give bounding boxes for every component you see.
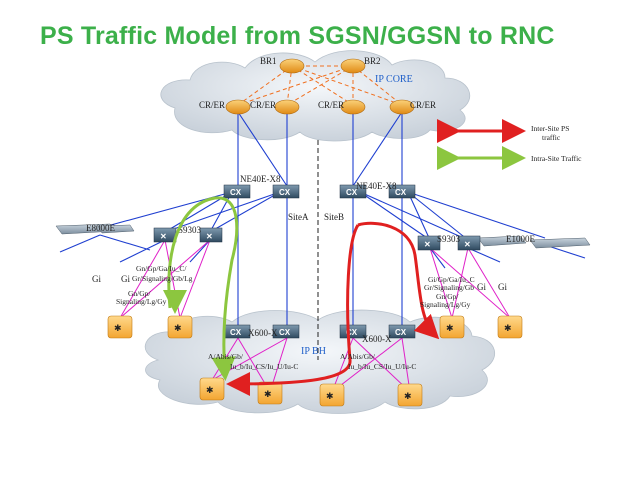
- router-cr-er-1: CR/ER: [199, 99, 251, 115]
- switch-a2-icon: ✕: [206, 232, 213, 241]
- cx-b1-label: CX: [346, 188, 358, 197]
- left-iface-3: Gn/Gp/: [128, 289, 151, 298]
- server-icon: ✱: [114, 323, 122, 333]
- legend: Inter-Site PS traffic Intra-Site Traffic: [437, 119, 582, 170]
- router-cr-er-2: CR/ER: [250, 99, 300, 115]
- switch-a1-icon: ✕: [160, 232, 167, 241]
- e1000e-label: E1000E: [506, 234, 535, 244]
- ip-core-cloud: IP CORE: [160, 50, 471, 142]
- bh-left-iface-1: A/Abis/Gb/: [208, 352, 244, 361]
- firewall-e1000e: E1000E: [477, 234, 591, 249]
- gi-label-2: Gi: [121, 274, 130, 284]
- cx600-a-label: X600-X: [248, 328, 278, 338]
- right-iface-4: Signaling/Lg/Gy: [420, 300, 471, 309]
- server-icon: ✱: [504, 323, 512, 333]
- e8000e-label: E8000E: [86, 223, 115, 233]
- base-station-icon: ✱: [404, 391, 412, 401]
- left-iface-4: Signaling/Lg/Gy: [116, 297, 167, 306]
- bh-right-iface-1: A/Abis/Gb/: [340, 352, 376, 361]
- sgsn-boxes-site-a: ✱ ✱: [107, 315, 193, 339]
- ip-core-label: IP CORE: [375, 74, 413, 85]
- base-station-icon: ✱: [206, 385, 214, 395]
- firewall-e8000e: E8000E: [55, 223, 135, 235]
- s9303-b-label: S9303: [437, 234, 461, 244]
- site-b-label: SiteB: [324, 212, 344, 222]
- router-cr-er-4: CR/ER: [389, 99, 436, 115]
- router-br1: BR1: [260, 56, 305, 74]
- left-iface-1: Gn/Gp/Ga/Iu_C/: [136, 264, 187, 273]
- legend-intra-site-label: Intra-Site Traffic: [531, 154, 582, 163]
- left-iface-2: Gr/Signaling/Gb/Lg: [132, 274, 193, 283]
- s9303-a-label: S9303: [178, 225, 202, 235]
- switch-s9303-b: ✕ ✕ S9303: [417, 234, 481, 251]
- base-station-icon: ✱: [326, 391, 334, 401]
- cx-a2-label: CX: [279, 188, 291, 197]
- base-station-icon: ✱: [264, 389, 272, 399]
- gi-label-4: Gi: [498, 282, 507, 292]
- ne40e-site-b: CX CX NE40E-X8: [339, 181, 416, 199]
- right-iface-1: Gi/Gp/Ga/Iu_C: [428, 275, 475, 284]
- cr-er-2-label: CR/ER: [250, 100, 276, 110]
- ne40e-site-a: CX CX NE40E-X8: [223, 174, 300, 199]
- interface-labels: Gi Gi Gn/Gp/Ga/Iu_C/ Gr/Signaling/Gb/Lg …: [92, 264, 507, 371]
- bh-left-iface-2: Iu_b/Iu_CS/Iu_U/Iu-C: [230, 362, 298, 371]
- inter-site-path-a: [226, 224, 360, 396]
- cx600-site-b: CX CX X600-X: [339, 324, 416, 344]
- gi-label-3: Gi: [477, 282, 486, 292]
- rnc-boxes: ✱ ✱ ✱ ✱: [199, 377, 423, 407]
- cx-b2-label: CX: [395, 188, 407, 197]
- gi-label-1: Gi: [92, 274, 101, 284]
- server-icon: ✱: [174, 323, 182, 333]
- cx600-b-label: X600-X: [362, 334, 392, 344]
- cx600-site-a: CX CX X600-X: [223, 324, 300, 339]
- legend-inter-site-label: Inter-Site PS traffic: [531, 124, 571, 142]
- bh-right-iface-2: Iu_b/Iu_CS/Iu_U/Iu-C: [348, 362, 416, 371]
- right-iface-3: Gn/Gp/: [436, 292, 459, 301]
- site-a-label: SiteA: [288, 212, 309, 222]
- switch-s9303-a: ✕ ✕ S9303: [153, 225, 223, 243]
- cx-a1-label: CX: [230, 188, 242, 197]
- switch-b2-icon: ✕: [464, 240, 471, 249]
- router-br2: BR2: [340, 56, 381, 74]
- cx600-b1-label: CX: [346, 328, 358, 337]
- router-cr-er-3: CR/ER: [318, 99, 366, 115]
- sgsn-boxes-site-b: ✱ ✱: [439, 315, 523, 339]
- inter-site-path-b: [357, 221, 440, 340]
- br1-label: BR1: [260, 56, 277, 66]
- cr-er-1-label: CR/ER: [199, 100, 225, 110]
- aggregation-links: [59, 111, 586, 326]
- server-icon: ✱: [446, 323, 454, 333]
- ne40e-b-label: NE40E-X8: [356, 181, 397, 191]
- cx600-b2-label: CX: [395, 328, 407, 337]
- ne40e-a-label: NE40E-X8: [240, 174, 281, 184]
- cr-er-3-label: CR/ER: [318, 100, 344, 110]
- switch-b1-icon: ✕: [424, 240, 431, 249]
- cx600-a1-label: CX: [230, 328, 242, 337]
- right-iface-2: Gr/Signaling/Gb: [424, 283, 474, 292]
- ip-bh-label: IP BH: [301, 346, 326, 357]
- slide-title: PS Traffic Model from SGSN/GGSN to RNC: [40, 22, 555, 50]
- cx600-a2-label: CX: [279, 328, 291, 337]
- intra-site-path: [167, 196, 239, 381]
- cr-er-4-label: CR/ER: [410, 100, 436, 110]
- br2-label: BR2: [364, 56, 381, 66]
